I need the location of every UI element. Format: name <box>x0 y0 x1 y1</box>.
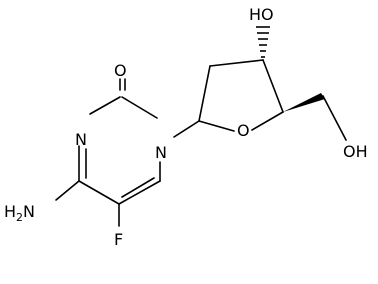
bond-c2prime-c3prime <box>209 59 264 67</box>
bond-c2-n3 <box>89 96 121 115</box>
atom-hydroxyl-5: OH <box>343 142 368 161</box>
bond-c4-nh2 <box>55 180 80 201</box>
bond-c4-c5 <box>78 180 120 205</box>
atom-amino-group: H 2 N <box>4 202 35 224</box>
atom-hydroxyl-3: HO <box>249 5 274 24</box>
svg-text:N: N <box>23 202 35 221</box>
svg-text:2: 2 <box>16 211 23 224</box>
bond-c1prime-c2prime <box>198 65 211 122</box>
bond-c4prime-o4prime <box>251 111 284 131</box>
solid-wedge-c4prime-c5prime <box>283 93 325 112</box>
bond-n1-c1prime <box>173 120 200 138</box>
hashed-wedge-c3prime-oh <box>256 26 270 58</box>
bond-c5prime-o5prime <box>322 95 347 141</box>
atom-ring-nitrogen-3: N <box>75 130 87 149</box>
atom-ring-oxygen: O <box>237 121 250 140</box>
bond-o4prime-c1prime <box>198 120 235 132</box>
bond-c2-n1 <box>121 96 158 119</box>
atom-carbonyl-oxygen: O <box>114 61 127 80</box>
atom-ring-nitrogen-1: N <box>155 143 167 162</box>
svg-text:H: H <box>4 202 16 221</box>
bond-c5-c6 <box>118 180 161 205</box>
bond-c3prime-c4prime <box>262 59 284 113</box>
atom-fluorine: F <box>114 230 123 249</box>
bond-c5-c6-double <box>121 177 155 198</box>
